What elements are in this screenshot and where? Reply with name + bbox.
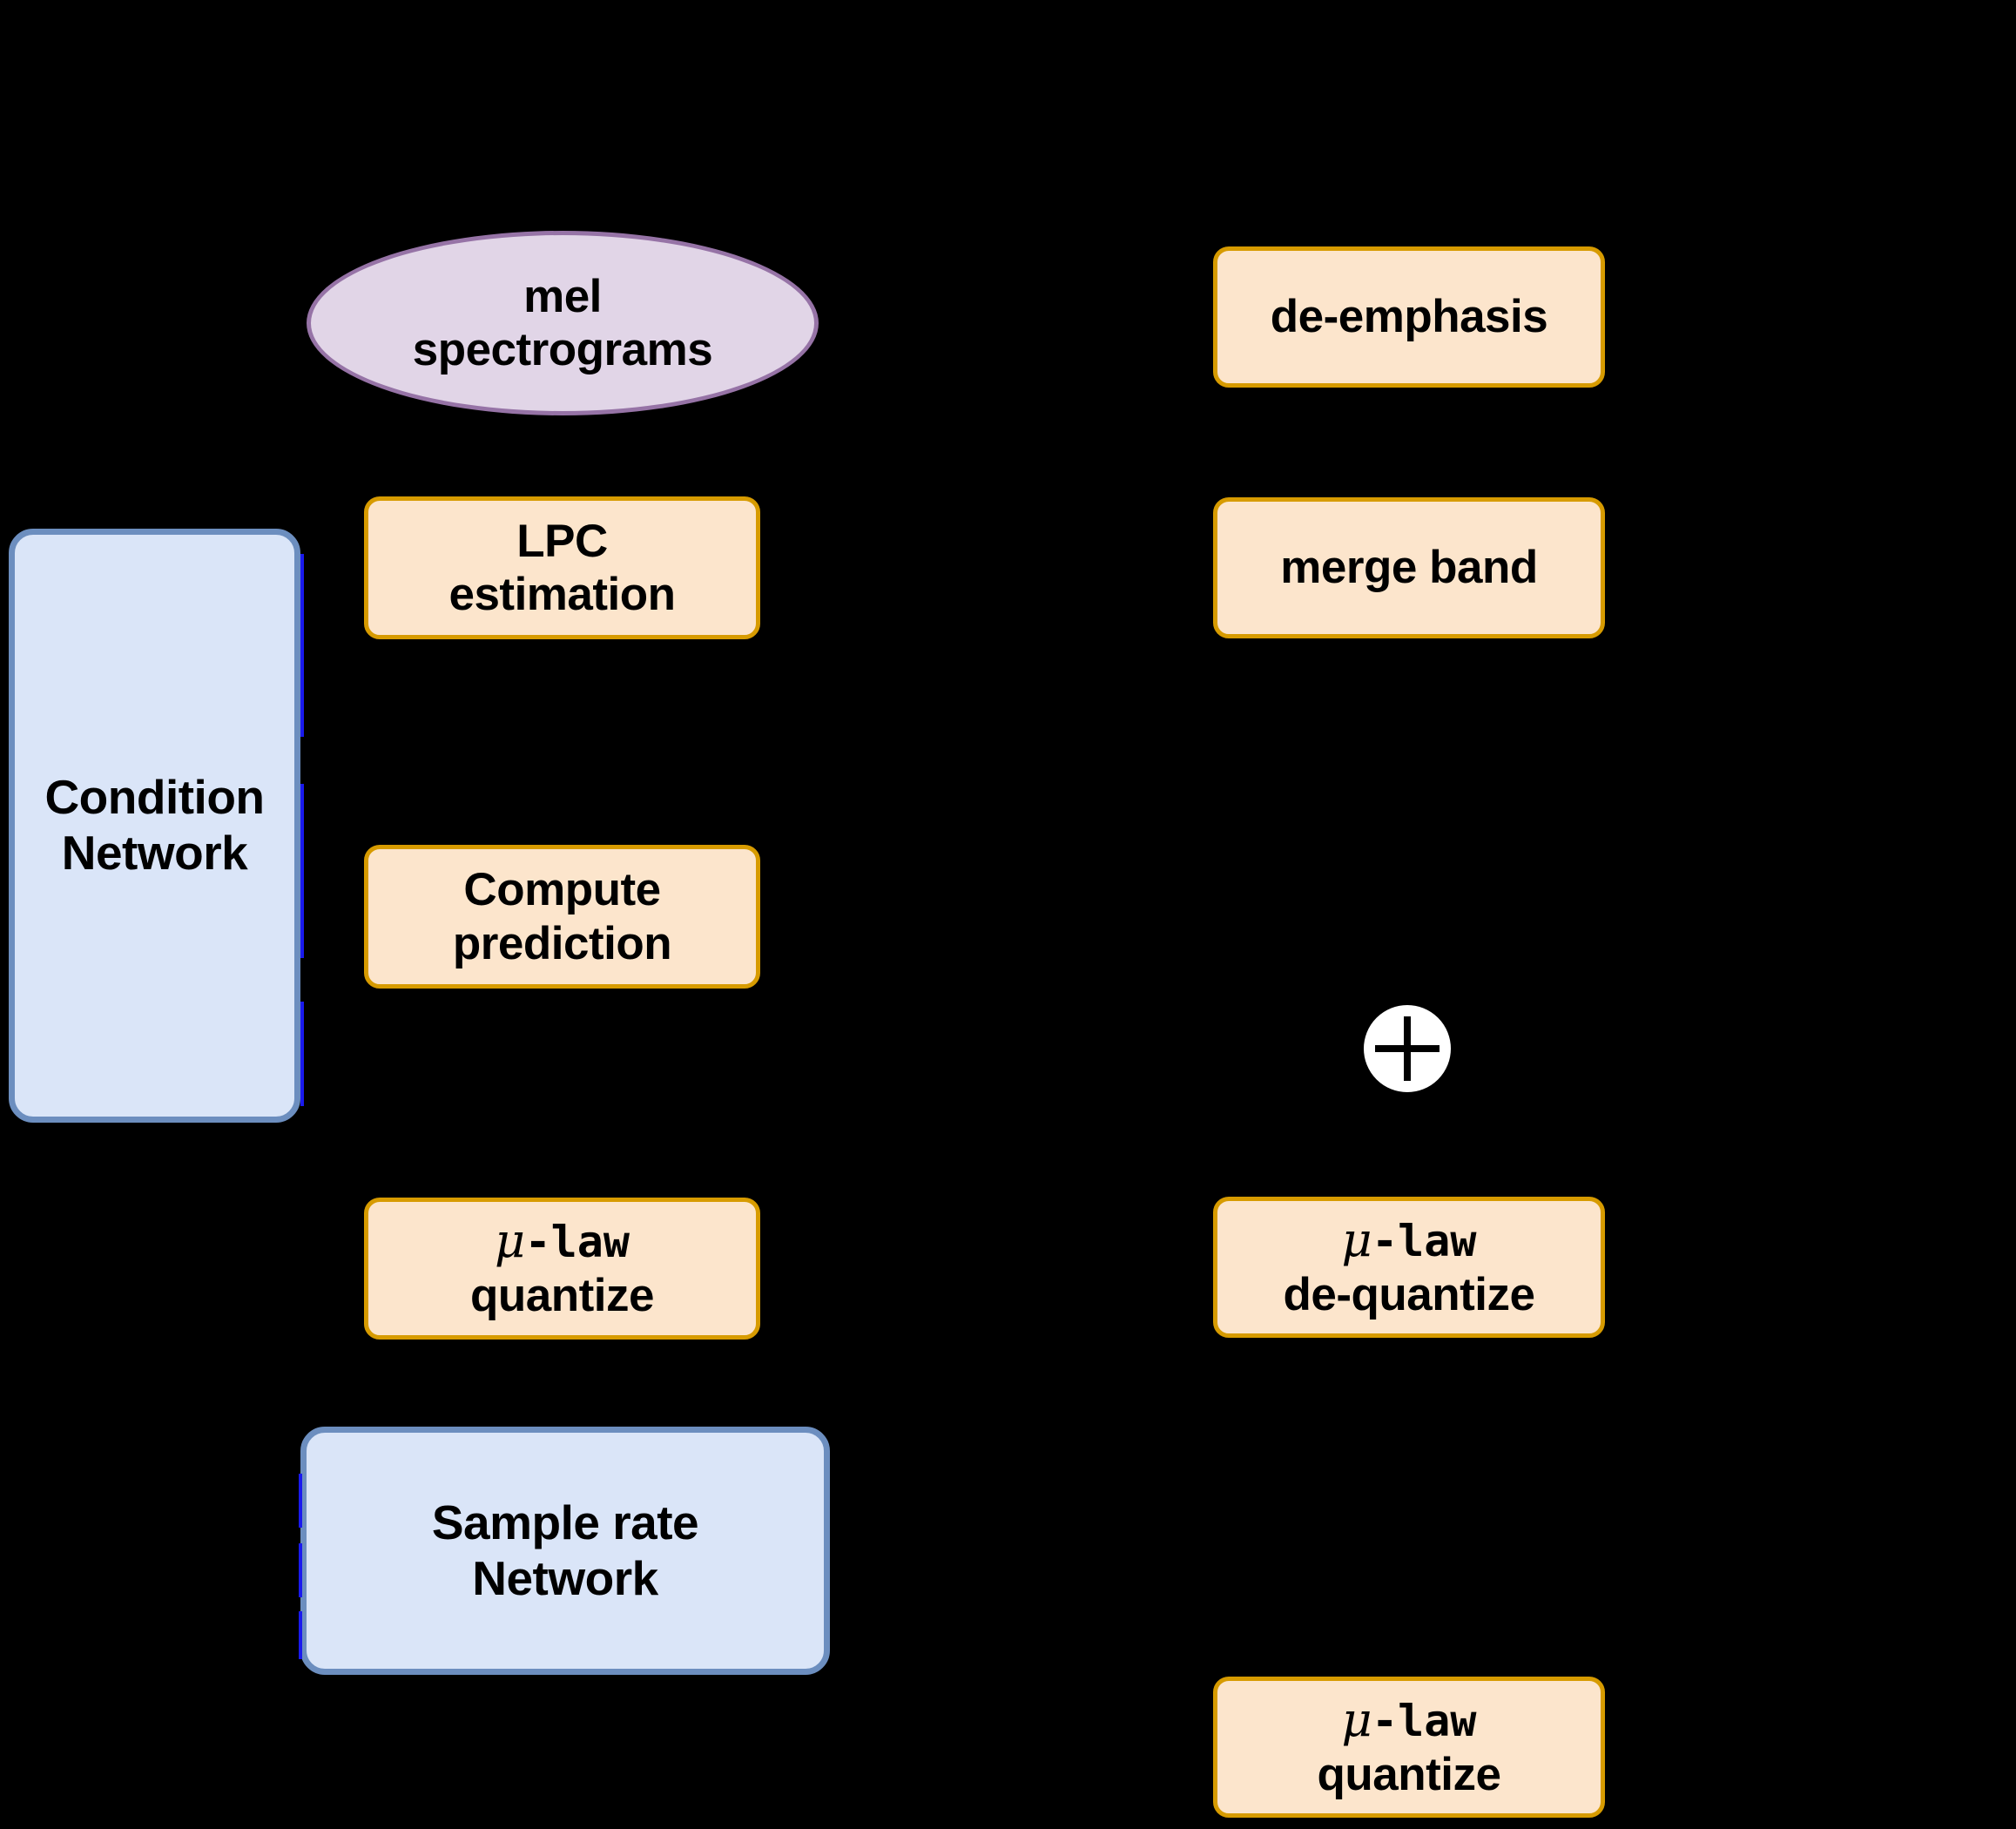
node-lpc-estimation-label-line2: estimation bbox=[448, 569, 676, 620]
node-condition-network-label-line1: Condition bbox=[44, 770, 265, 825]
node-mel-spectrograms-label-line2: spectrograms bbox=[412, 324, 713, 375]
node-compute-prediction-label-line1: Compute bbox=[463, 864, 661, 916]
node-mu-law-quantize-left-label: μ-law quantize bbox=[470, 1214, 654, 1322]
sample-rate-network-connector-stub-1 bbox=[299, 1474, 302, 1528]
node-mu-law-quantize-left[interactable]: μ-law quantize bbox=[364, 1198, 760, 1340]
node-condition-network-label-line2: Network bbox=[61, 826, 248, 880]
node-mu-law-quantize-right[interactable]: μ-law quantize bbox=[1213, 1677, 1605, 1818]
mu-symbol-icon: μ bbox=[494, 1213, 525, 1269]
node-mu-law-dequantize-label-law: -law bbox=[1372, 1215, 1477, 1266]
node-sample-rate-network[interactable]: Sample rate Network bbox=[300, 1427, 830, 1675]
node-mu-law-dequantize[interactable]: μ-law de-quantize bbox=[1213, 1197, 1605, 1338]
plus-vertical-bar bbox=[1404, 1016, 1411, 1082]
node-merge-band[interactable]: merge band bbox=[1213, 497, 1605, 638]
node-compute-prediction-label: Compute prediction bbox=[452, 863, 672, 970]
node-mel-spectrograms-label-line1: mel bbox=[523, 270, 602, 322]
condition-network-connector-stub-2 bbox=[300, 784, 304, 958]
node-mu-law-quantize-right-label-line2: quantize bbox=[1317, 1748, 1501, 1800]
node-compute-prediction[interactable]: Compute prediction bbox=[364, 845, 760, 989]
node-sample-rate-network-label-line2: Network bbox=[472, 1550, 658, 1605]
mu-symbol-icon: μ bbox=[1341, 1211, 1372, 1267]
sample-rate-network-connector-stub-2 bbox=[299, 1543, 302, 1597]
node-mu-law-quantize-left-label-line1: μ-law bbox=[470, 1214, 654, 1269]
condition-network-connector-stub-1 bbox=[300, 554, 304, 737]
node-mel-spectrograms[interactable]: mel spectrograms bbox=[307, 231, 819, 415]
node-mu-law-dequantize-label-line1: μ-law bbox=[1284, 1211, 1535, 1268]
node-compute-prediction-label-line2: prediction bbox=[452, 917, 672, 969]
node-mu-law-quantize-left-label-line2: quantize bbox=[470, 1270, 654, 1322]
node-mel-spectrograms-label: mel spectrograms bbox=[413, 270, 713, 377]
node-de-emphasis-label: de-emphasis bbox=[1270, 291, 1548, 343]
sample-rate-network-connector-stub-3 bbox=[299, 1611, 302, 1659]
node-de-emphasis[interactable]: de-emphasis bbox=[1213, 246, 1605, 388]
node-lpc-estimation[interactable]: LPC estimation bbox=[364, 496, 760, 639]
node-mu-law-quantize-left-label-law: -law bbox=[524, 1217, 630, 1268]
node-lpc-estimation-label: LPC estimation bbox=[448, 515, 676, 622]
condition-network-connector-stub-3 bbox=[300, 1002, 304, 1106]
node-mu-law-dequantize-label-line2: de-quantize bbox=[1283, 1268, 1535, 1320]
node-condition-network-label: Condition Network bbox=[44, 770, 265, 881]
node-sample-rate-network-label-line1: Sample rate bbox=[431, 1495, 699, 1549]
node-lpc-estimation-label-line1: LPC bbox=[516, 515, 608, 567]
sum-operator-icon[interactable] bbox=[1364, 1005, 1451, 1092]
node-merge-band-label: merge band bbox=[1280, 542, 1538, 594]
node-condition-network[interactable]: Condition Network bbox=[9, 529, 300, 1123]
node-mu-law-quantize-right-label-line1: μ-law bbox=[1318, 1691, 1501, 1748]
node-mu-law-dequantize-label: μ-law de-quantize bbox=[1283, 1211, 1535, 1321]
node-mu-law-quantize-right-label: μ-law quantize bbox=[1317, 1691, 1501, 1801]
node-mu-law-quantize-right-label-law: -law bbox=[1372, 1695, 1477, 1746]
node-sample-rate-network-label: Sample rate Network bbox=[431, 1495, 699, 1607]
mu-symbol-icon: μ bbox=[1341, 1691, 1372, 1747]
